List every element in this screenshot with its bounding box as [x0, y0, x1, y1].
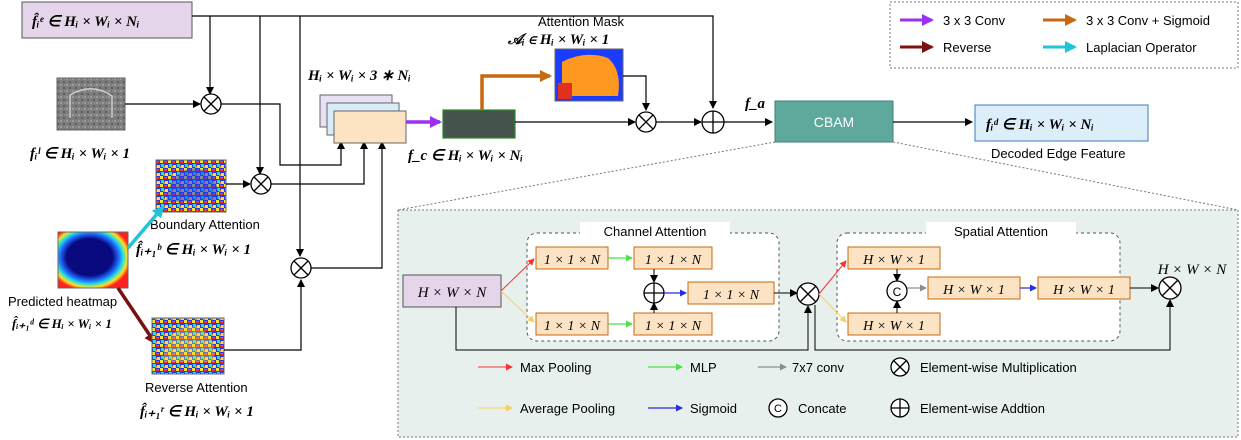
mult-node-4 [635, 111, 657, 133]
spatial-attention-title: Spatial Attention [954, 224, 1048, 239]
cbam-label: CBAM [814, 114, 854, 130]
spatial-maxpool-box [847, 246, 941, 270]
legend-add-icon [890, 398, 910, 418]
channel-sum-label: 1 × 1 × N [703, 288, 760, 303]
channel-attention-title: Channel Attention [604, 224, 707, 239]
mask-to-mult-line [623, 75, 650, 111]
channel-avgpool-label: 1 × 1 × N [544, 319, 601, 334]
channel-title-bg [580, 222, 730, 240]
input-skip-to-mult1 [455, 305, 812, 351]
attention-mask-image [554, 48, 624, 102]
mult2-to-concat-line [271, 141, 368, 185]
mult3-to-concat-line [311, 141, 386, 269]
spatial-conv-label: H × W × 1 [942, 283, 1005, 298]
legend-maxpool-label: Max Pooling [520, 360, 592, 375]
channel-add-node [643, 282, 665, 304]
legend-box: 3 x 3 Conv 3 x 3 Conv + Sigmoid Reverse … [889, 1, 1239, 69]
reverse-arrow [116, 287, 157, 345]
spatial-concat-node: C [886, 280, 908, 302]
fc-feature-label: f_c ∈ Hᵢ × Wᵢ × Nᵢ [408, 148, 523, 164]
concat-stack [319, 94, 407, 144]
channel-mlp-bottom-box [633, 312, 713, 336]
legend-mult-icon [890, 357, 910, 377]
concat-dims-label: Hᵢ × Wᵢ × 3 ∗ Nᵢ [307, 68, 411, 84]
spatial-maxpool-label: H × W × 1 [862, 253, 925, 268]
channel-maxpool-arrow [500, 258, 535, 292]
legend-concat-symbol: C [774, 403, 782, 415]
reverse-attention-inner [163, 326, 215, 362]
boundary-attention-title: Boundary Attention [150, 217, 260, 232]
laplacian-feature-label: fᵢˡ ∈ Hᵢ × Wᵢ × 1 [30, 146, 130, 162]
legend-reverse-label: Reverse [943, 40, 991, 55]
mult1-to-concat-line [221, 103, 345, 166]
reverse-attention-math: f̂ᵢ₊₁ʳ ∈ Hᵢ × Wᵢ × 1 [140, 402, 254, 420]
spatial-avgpool-arrow [818, 293, 847, 323]
skip-to-mult2 [814, 299, 1174, 351]
spatial-sig-label: H × W × 1 [1052, 283, 1115, 298]
predicted-heatmap-image [57, 231, 129, 289]
legend-conv7-label: 7x7 conv [792, 360, 845, 375]
boundary-attention-math: f̂ᵢ₊₁ᵇ ∈ Hᵢ × Wᵢ × 1 [136, 240, 251, 258]
reverse-attention-title: Reverse Attention [145, 380, 248, 395]
encoder-to-add-line [192, 15, 717, 109]
add-node [701, 110, 725, 134]
mult-node-3 [290, 257, 312, 279]
reverse-to-mult-line [224, 279, 305, 351]
legend-mlp-label: MLP [690, 360, 717, 375]
spatial-avgpool-label: H × W × 1 [862, 319, 925, 334]
cbam-mult-node-2 [1158, 276, 1182, 300]
cbam-box [774, 100, 894, 143]
legend-avgpool-label: Average Pooling [520, 401, 615, 416]
zoom-line-right [892, 141, 1239, 211]
conv-sigmoid-arrow [480, 70, 552, 110]
channel-maxpool-label: 1 × 1 × N [544, 253, 601, 268]
laplacian-image [56, 77, 126, 131]
predicted-heatmap-title: Predicted heatmap [8, 294, 117, 309]
spatial-avgpool-box [847, 312, 941, 336]
spatial-title-bg [926, 222, 1076, 240]
laplacian-contour [69, 88, 113, 118]
legend-concate-label: Concate [798, 401, 846, 416]
fa-label: f_a [745, 96, 765, 112]
channel-mlp-bottom-label: 1 × 1 × N [645, 319, 702, 334]
attention-mask-title: Attention Mask [538, 14, 624, 29]
legend-conv-sigmoid-label: 3 x 3 Conv + Sigmoid [1086, 13, 1210, 28]
mult-node-1 [200, 93, 222, 115]
channel-mlp-top-label: 1 × 1 × N [645, 253, 702, 268]
reverse-attention-image [151, 317, 225, 375]
spatial-maxpool-arrow [818, 260, 847, 295]
fc-feature-box [442, 109, 516, 139]
legend-concat-icon: C [768, 398, 788, 418]
channel-avgpool-arrow [500, 290, 535, 323]
legend-mult-label: Element-wise Multiplication [920, 360, 1077, 375]
cbam-output-label: H × W × N [1157, 262, 1228, 278]
legend-conv3x3-label: 3 x 3 Conv [943, 13, 1006, 28]
output-caption: Decoded Edge Feature [991, 146, 1125, 161]
legend-laplacian-label: Laplacian Operator [1086, 40, 1197, 55]
predicted-heatmap-math: f̂ᵢ₊₁ᵈ ∈ Hᵢ × Wᵢ × 1 [12, 316, 112, 331]
attention-mask-math: 𝒜ᵢ ∈ Hᵢ × Wᵢ × 1 [507, 32, 609, 48]
output-feature-label: fᵢᵈ ∈ Hᵢ × Wᵢ × Nᵢ [986, 117, 1094, 133]
encoder-feature-box [21, 1, 193, 39]
legend-add-label: Element-wise Addtion [920, 401, 1045, 416]
mult-node-2 [250, 173, 272, 195]
spatial-concat-symbol: C [893, 285, 902, 299]
laplacian-operator-arrow [126, 205, 165, 250]
cbam-input-label: H × W × N [417, 285, 488, 301]
legend-sigmoid-label: Sigmoid [690, 401, 737, 416]
output-feature-box [974, 104, 1149, 142]
channel-mlp-top-box [633, 246, 713, 270]
encoder-feature-label: f̂ᵢᵉ ∈ Hᵢ × Wᵢ × Nᵢ [32, 12, 140, 30]
boundary-attention-inner [166, 168, 219, 202]
cbam-mult-node-1 [796, 282, 820, 306]
